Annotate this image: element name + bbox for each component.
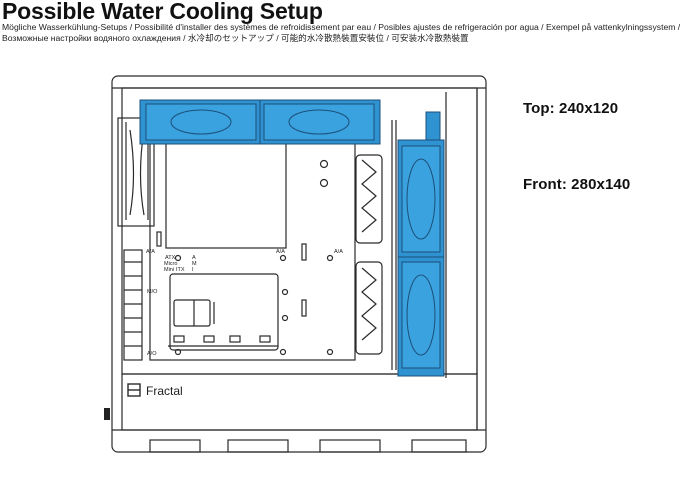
label-mini: Mini: [164, 267, 174, 273]
case-outline: [111, 75, 487, 453]
case-foot-left: [149, 439, 201, 453]
brand-text: Fractal: [146, 384, 183, 398]
grommet-lower: [355, 261, 383, 355]
fractal-logo: Fractal: [127, 383, 183, 398]
label-ao: A/O: [147, 351, 157, 357]
label-atx: ATX: [165, 255, 176, 261]
rear-fan-bracket: [117, 117, 155, 227]
label-mo: M/O: [147, 289, 158, 295]
psu-shroud: [121, 373, 478, 431]
front-radiator: [397, 111, 445, 377]
grommet-upper: [355, 154, 383, 244]
label-itx: ITX: [176, 267, 185, 273]
cpu-cutout: [165, 141, 287, 249]
page-title: Possible Water Cooling Setup: [2, 0, 323, 24]
label-m: M: [192, 261, 197, 267]
case-foot-right: [319, 439, 381, 453]
callout-top-radiator: Top: 240x120: [523, 100, 619, 117]
case-foot-mid: [227, 439, 289, 453]
top-radiator: [139, 99, 381, 145]
callout-front-radiator: Front: 280x140: [523, 176, 631, 193]
io-cutout: [169, 273, 279, 351]
label-aa-far: A/A: [334, 249, 343, 255]
label-aa-right: A/A: [276, 249, 285, 255]
label-micro: Micro: [164, 261, 177, 267]
case-foot-far-right: [411, 439, 467, 453]
label-a: A: [192, 255, 196, 261]
motherboard-tray: [149, 139, 356, 361]
label-aa-left: A/A: [146, 249, 155, 255]
label-i: I: [192, 267, 194, 273]
expansion-slots: [123, 249, 143, 361]
page-subtitle: Mögliche Wasserkühlung-Setups / Possibil…: [2, 22, 681, 43]
thumbscrew: [104, 408, 110, 420]
